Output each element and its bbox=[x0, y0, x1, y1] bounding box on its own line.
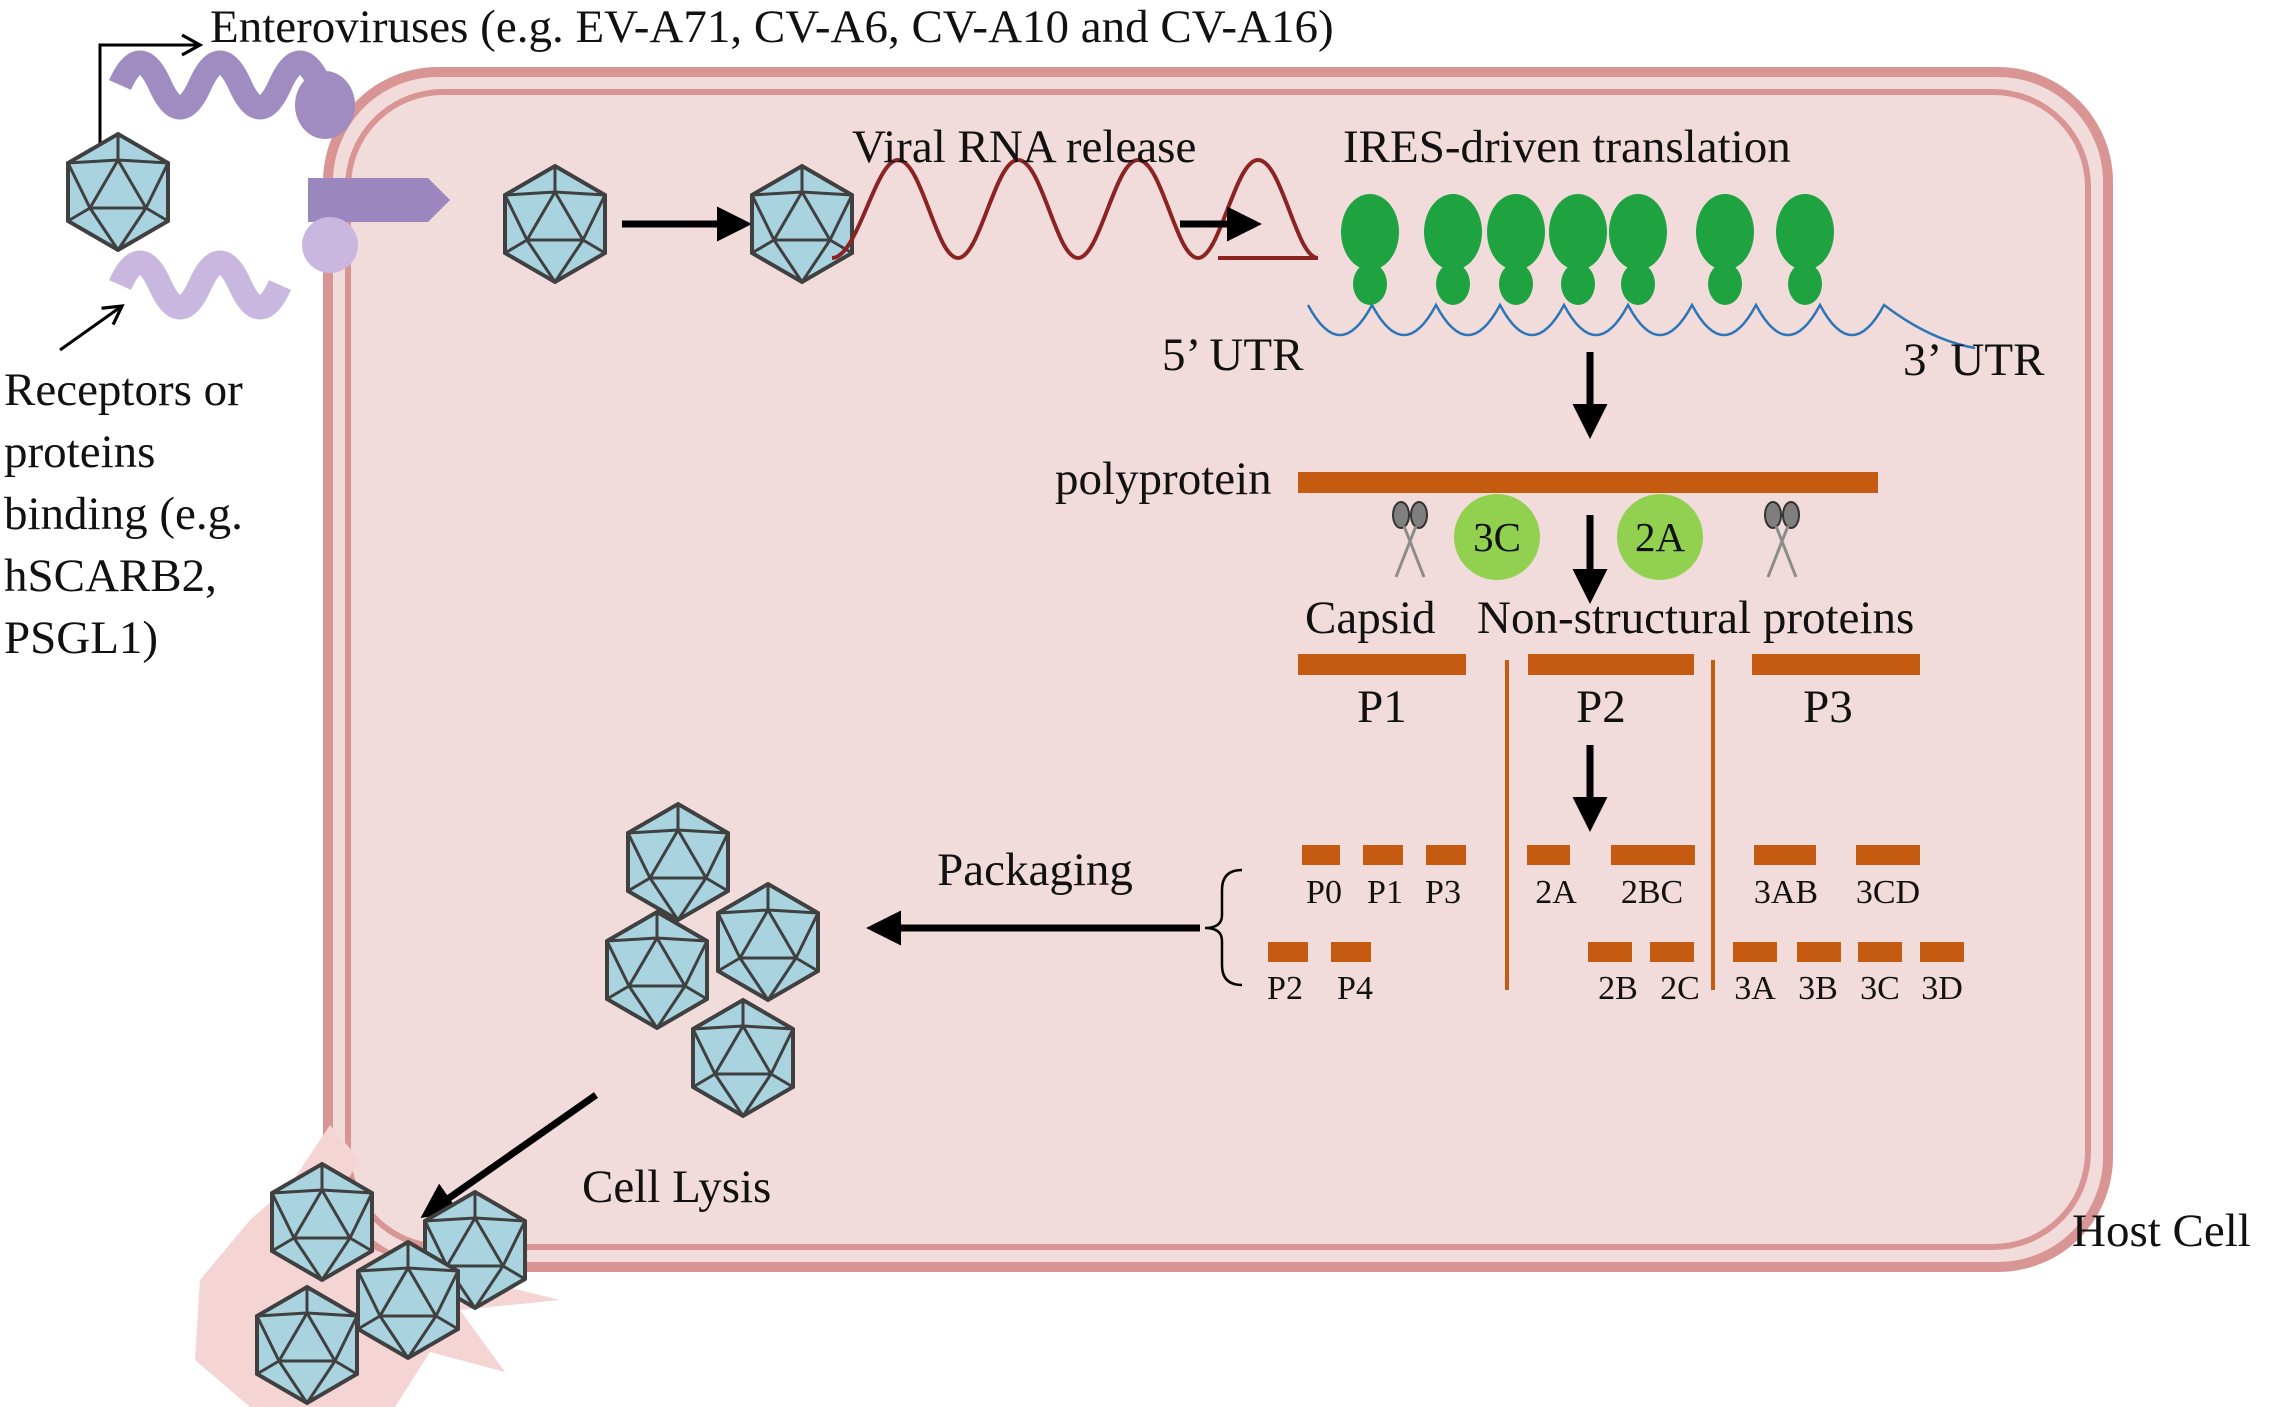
receptor-pointer-arrow bbox=[59, 304, 125, 352]
receptors-label: Receptors or proteins binding (e.g. hSCA… bbox=[4, 364, 255, 664]
protease-2a-label: 2A bbox=[1635, 514, 1686, 560]
fragment-p4: P4 bbox=[1337, 970, 1373, 1007]
polyprotein-bar bbox=[1298, 472, 1878, 493]
p3-label: P3 bbox=[1803, 681, 1853, 733]
p1-label: P1 bbox=[1357, 681, 1407, 733]
capsid-fragments-brace bbox=[1204, 868, 1243, 987]
mrna-strand bbox=[1306, 302, 1976, 350]
host-cell-inner-membrane bbox=[345, 89, 2091, 1250]
utr3-label: 3’ UTR bbox=[1903, 334, 2045, 386]
fragment-2b: 2B bbox=[1598, 970, 1638, 1007]
enteroviruses-label: Enteroviruses (e.g. EV-A71, CV-A6, CV-A1… bbox=[210, 1, 1334, 53]
p2-bar bbox=[1528, 654, 1694, 675]
cell-lysis-label: Cell Lysis bbox=[582, 1161, 771, 1213]
fragment-2c: 2C bbox=[1660, 970, 1700, 1007]
p1-bar bbox=[1298, 654, 1466, 675]
enterovirus-pointer-arrow bbox=[98, 33, 204, 170]
fragment-3cd: 3CD bbox=[1856, 874, 1920, 911]
polyprotein-label: polyprotein bbox=[1055, 453, 1272, 505]
viral-rna-strand bbox=[831, 157, 1319, 261]
fragment-p1: P1 bbox=[1367, 874, 1403, 911]
receptor-proteins bbox=[109, 50, 450, 320]
cell-lysis-arrow bbox=[420, 1092, 599, 1219]
ires-translation-label: IRES-driven translation bbox=[1343, 121, 1791, 173]
protease-3c-label: 3C bbox=[1473, 514, 1521, 560]
protease-3c bbox=[1454, 494, 1540, 580]
p2-fragments: 2A 2BC 2B 2C bbox=[1527, 845, 1700, 1007]
capsid-label: Capsid bbox=[1305, 592, 1436, 644]
fragment-2bc: 2BC bbox=[1621, 874, 1683, 911]
p2-label: P2 bbox=[1576, 681, 1626, 733]
fragment-2a: 2A bbox=[1535, 874, 1577, 911]
fragment-p2: P2 bbox=[1267, 970, 1303, 1007]
utr5-label: 5’ UTR bbox=[1162, 329, 1304, 381]
viral-rna-release-label: Viral RNA release bbox=[852, 121, 1196, 173]
capsid-fragments: P0 P1 P3 P2 P4 bbox=[1267, 845, 1466, 1007]
p3-fragments: 3AB 3CD 3A 3B 3C 3D bbox=[1733, 845, 1964, 1007]
host-cell-label: Host Cell bbox=[2072, 1205, 2251, 1257]
fragment-3b: 3B bbox=[1798, 970, 1838, 1007]
fragment-3a: 3A bbox=[1734, 970, 1776, 1007]
fragment-3d: 3D bbox=[1921, 970, 1963, 1007]
non-structural-label: Non-structural proteins bbox=[1477, 592, 1914, 644]
packaging-label: Packaging bbox=[937, 844, 1133, 896]
fragment-p3: P3 bbox=[1425, 874, 1461, 911]
fragment-3c: 3C bbox=[1860, 970, 1900, 1007]
p3-bar bbox=[1752, 654, 1920, 675]
protease-2a bbox=[1617, 494, 1703, 580]
fragment-3ab: 3AB bbox=[1754, 874, 1818, 911]
fragment-p0: P0 bbox=[1306, 874, 1342, 911]
virus-particle-attaching bbox=[66, 132, 170, 252]
